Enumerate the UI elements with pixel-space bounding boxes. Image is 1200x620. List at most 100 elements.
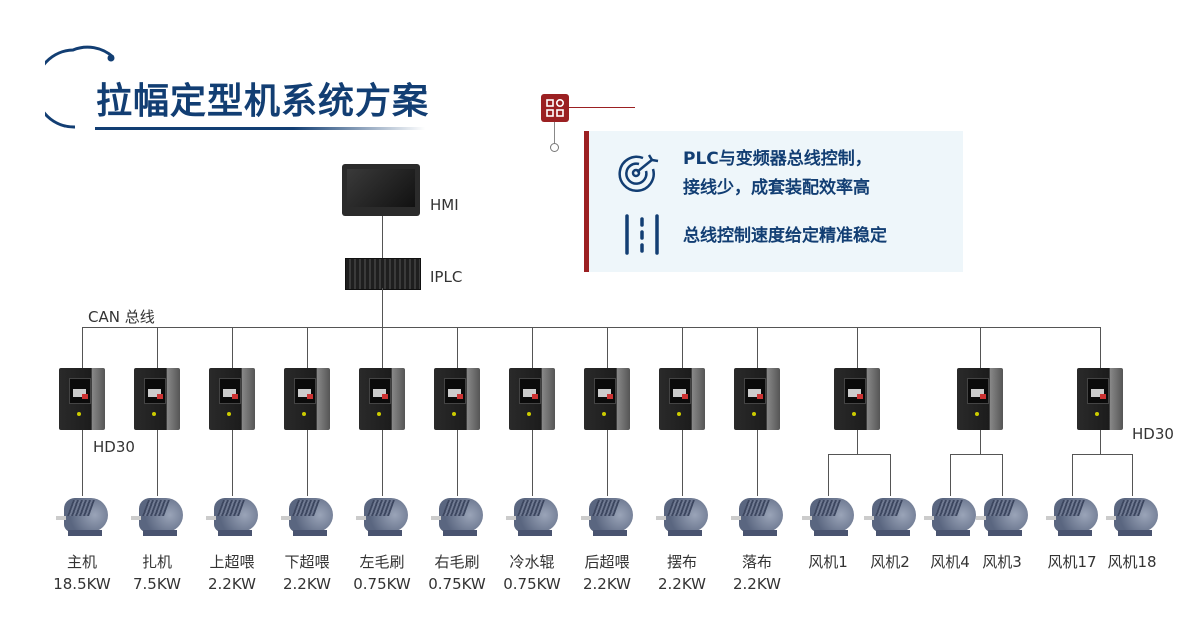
motor-name: 风机4 [930, 553, 970, 571]
motor-label: 后超喂 2.2KW [567, 551, 647, 595]
motor-icon [864, 494, 920, 540]
inverter-drive [209, 368, 255, 430]
drive-motor-link [532, 430, 533, 496]
drive-motor-link [682, 430, 683, 496]
motor-power: 2.2KW [733, 575, 781, 593]
feature-text-1: PLC与变频器总线控制， [683, 149, 872, 169]
motor-label: 主机 18.5KW [42, 551, 122, 595]
inverter-drive [359, 368, 405, 430]
motor-name: 风机2 [870, 553, 910, 571]
motor-label: 上超喂 2.2KW [192, 551, 272, 595]
inverter-drive [284, 368, 330, 430]
drive-motor-link [307, 430, 308, 496]
fan-split-line [950, 454, 1003, 455]
motor-name: 右毛刷 [434, 553, 480, 571]
motor-power: 18.5KW [53, 575, 111, 593]
motor-name: 摆布 [666, 553, 697, 571]
plc-device [345, 258, 421, 290]
inverter-drive [509, 368, 555, 430]
connector-dot [550, 143, 559, 152]
motor-power: 7.5KW [133, 575, 181, 593]
motor-icon [206, 494, 262, 540]
motor-name: 风机17 [1047, 553, 1097, 571]
motor-power: 0.75KW [353, 575, 411, 593]
drive-bus-link [457, 327, 458, 369]
motor-icon [1046, 494, 1102, 540]
feature-text-2: 接线少，成套装配效率高 [683, 178, 870, 198]
motor-power: 2.2KW [283, 575, 331, 593]
drive-motor-link [1002, 454, 1003, 496]
motor-name: 风机18 [1107, 553, 1157, 571]
drive-bus-link [980, 327, 981, 369]
motor-label: 摆布 2.2KW [642, 551, 722, 595]
fan-split-line [1072, 454, 1133, 455]
can-bus-line [82, 327, 1101, 328]
motor-icon [802, 494, 858, 540]
motor-label: 右毛刷 0.75KW [417, 551, 497, 595]
feature-text-3: 总线控制速度给定精准稳定 [683, 226, 887, 246]
motor-label: 风机4 [910, 551, 990, 573]
motor-name: 后超喂 [584, 553, 630, 571]
drive-motor-link [950, 454, 951, 496]
drive-motor-link [857, 430, 858, 454]
hd30-label: HD30 [1132, 425, 1174, 443]
motor-icon [1106, 494, 1162, 540]
drive-motor-link [980, 430, 981, 454]
motor-label: 风机3 [962, 551, 1042, 573]
motor-label: 风机2 [850, 551, 930, 573]
motor-power: 2.2KW [658, 575, 706, 593]
motor-name: 风机3 [982, 553, 1022, 571]
drive-motor-link [607, 430, 608, 496]
inverter-drive [434, 368, 480, 430]
motor-name: 下超喂 [284, 553, 330, 571]
inverter-drive [59, 368, 105, 430]
connector-line [569, 107, 635, 108]
target-icon [618, 154, 659, 192]
drive-motor-link [1072, 454, 1073, 496]
motor-label: 风机18 [1092, 551, 1172, 573]
motor-power: 2.2KW [583, 575, 631, 593]
motor-icon [656, 494, 712, 540]
hd30-label: HD30 [93, 438, 135, 456]
drive-motor-link [757, 430, 758, 496]
fan-split-line [828, 454, 891, 455]
motor-name: 上超喂 [209, 553, 255, 571]
motor-icon [731, 494, 787, 540]
drive-bus-link [232, 327, 233, 369]
motor-icon [431, 494, 487, 540]
hmi-label: HMI [430, 196, 459, 214]
drive-bus-link [1100, 327, 1101, 369]
motor-icon [581, 494, 637, 540]
motor-icon [56, 494, 112, 540]
can-bus-label: CAN 总线 [88, 308, 155, 326]
motor-power: 2.2KW [208, 575, 256, 593]
inverter-drive [734, 368, 780, 430]
hmi-plc-link [382, 216, 383, 258]
page-title: 拉幅定型机系统方案 [96, 81, 430, 122]
inverter-drive [584, 368, 630, 430]
motor-icon [976, 494, 1032, 540]
drive-motor-link [382, 430, 383, 496]
motor-power: 0.75KW [428, 575, 486, 593]
inverter-drive [134, 368, 180, 430]
connector-line [554, 122, 555, 144]
drive-motor-link [1100, 430, 1101, 454]
motor-icon [131, 494, 187, 540]
drive-motor-link [890, 454, 891, 496]
inverter-drive [659, 368, 705, 430]
title-underline [95, 127, 425, 130]
inverter-drive [1077, 368, 1123, 430]
plc-label: IPLC [430, 268, 463, 286]
drive-bus-link [82, 327, 83, 369]
motor-label: 风机1 [788, 551, 868, 573]
motor-label: 下超喂 2.2KW [267, 551, 347, 595]
inverter-drive [957, 368, 1003, 430]
title-arc-decoration [45, 45, 115, 129]
motor-name: 主机 [66, 553, 97, 571]
inverter-drive [834, 368, 880, 430]
motor-icon [356, 494, 412, 540]
